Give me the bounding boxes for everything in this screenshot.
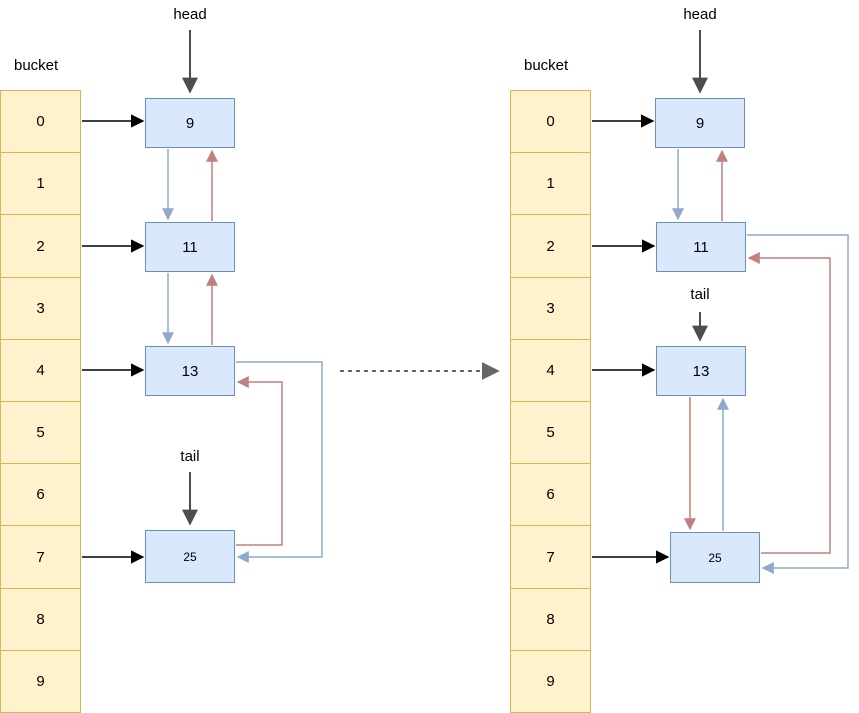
left-node-13: 13 — [145, 346, 235, 396]
left-node-25: 25 — [145, 530, 235, 583]
left-bucket-cell-3: 3 — [1, 278, 80, 340]
right-bucket-cell-3: 3 — [511, 278, 590, 340]
right-bucket-label: bucket — [524, 57, 569, 74]
left-tail-label: tail — [180, 448, 200, 465]
right-bucket-cell-6: 6 — [511, 464, 590, 527]
left-bucket-cell-5: 5 — [1, 402, 80, 465]
right-bucket-cell-5: 5 — [511, 402, 590, 465]
right-head-label: head — [683, 6, 717, 23]
left-bucket-cell-7: 7 — [1, 526, 80, 589]
right-bucket-cell-2: 2 — [511, 215, 590, 278]
right-bucket-array: 0 1 2 3 4 5 6 7 8 9 — [510, 90, 591, 713]
left-bucket-cell-4: 4 — [1, 340, 80, 403]
left-bucket-cell-6: 6 — [1, 464, 80, 527]
left-bucket-cell-0: 0 — [1, 91, 80, 154]
left-prev-arrow-25-13 — [236, 376, 283, 546]
left-bucket-cell-8: 8 — [1, 589, 80, 651]
right-bucket-cell-4: 4 — [511, 340, 590, 403]
right-bucket-cell-9: 9 — [546, 672, 555, 690]
right-node-9: 9 — [655, 98, 745, 148]
right-bucket-cell-7: 7 — [511, 526, 590, 589]
left-bucket-cell-2: 2 — [1, 215, 80, 278]
left-node-11: 11 — [145, 222, 235, 272]
right-tail-label: tail — [690, 286, 710, 303]
left-bucket-cell-9: 9 — [36, 672, 45, 690]
left-head-label: head — [173, 6, 207, 23]
right-bucket-cell-1: 1 — [511, 153, 590, 216]
right-prev-arrow-25-11 — [747, 252, 831, 554]
right-next-arrow-11-25 — [747, 234, 849, 574]
left-bucket-label: bucket — [14, 57, 59, 74]
right-node-11: 11 — [656, 222, 746, 272]
right-node-13: 13 — [656, 346, 746, 396]
left-bucket-array: 0 1 2 3 4 5 6 7 8 9 — [0, 90, 81, 713]
right-bucket-cell-0: 0 — [511, 91, 590, 154]
right-bucket-cell-8: 8 — [511, 589, 590, 651]
left-next-arrow-13-25 — [236, 361, 323, 563]
left-bucket-cell-1: 1 — [1, 153, 80, 216]
right-node-25: 25 — [670, 532, 760, 583]
left-node-9: 9 — [145, 98, 235, 148]
